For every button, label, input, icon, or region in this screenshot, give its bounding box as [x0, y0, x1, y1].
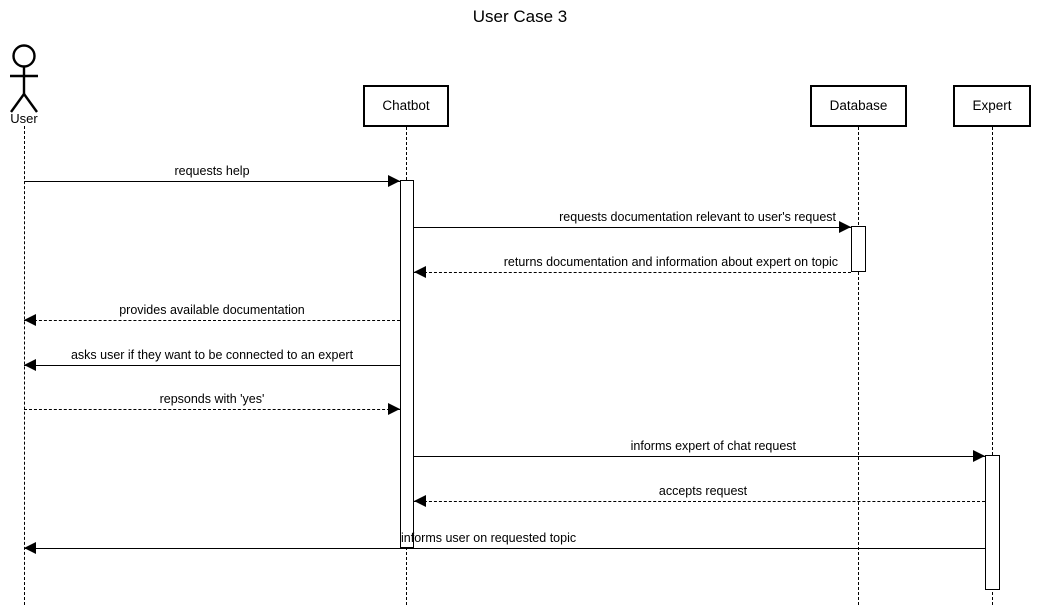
message-line-4	[24, 320, 400, 321]
message-label-2: requests documentation relevant to user'…	[559, 210, 836, 224]
message-arrowhead-8	[414, 495, 426, 507]
participant-database-label: Database	[829, 98, 888, 113]
activation-bar-expert	[985, 455, 1000, 590]
lifeline-expert	[992, 127, 993, 605]
diagram-title: User Case 3	[472, 7, 568, 26]
message-line-6	[24, 409, 400, 410]
message-label-9: informs user on requested topic	[401, 531, 577, 545]
participant-chatbot-label: Chatbot	[382, 98, 430, 113]
message-label-5: asks user if they want to be connected t…	[70, 348, 354, 362]
message-arrowhead-9	[24, 542, 36, 554]
message-label-8: accepts request	[658, 484, 748, 498]
message-arrowhead-5	[24, 359, 36, 371]
participant-database[interactable]: Database	[810, 85, 907, 127]
message-arrowhead-4	[24, 314, 36, 326]
participant-expert[interactable]: Expert	[953, 85, 1031, 127]
message-line-8	[414, 501, 985, 502]
message-line-1	[24, 181, 400, 182]
message-line-3	[414, 272, 851, 273]
message-label-6: repsonds with 'yes'	[159, 392, 265, 406]
message-line-2	[414, 227, 851, 228]
participant-expert-label: Expert	[972, 98, 1012, 113]
activation-bar-database	[851, 226, 866, 272]
message-arrowhead-2	[839, 221, 851, 233]
actor-user-label: User	[10, 111, 38, 126]
message-arrowhead-3	[414, 266, 426, 278]
message-line-9	[24, 548, 985, 549]
activation-bar-chatbot	[400, 180, 414, 548]
actor-user	[0, 44, 50, 122]
message-arrowhead-6	[388, 403, 400, 415]
message-line-7	[414, 456, 985, 457]
message-arrowhead-7	[973, 450, 985, 462]
stick-figure-icon	[10, 44, 38, 113]
lifeline-database	[858, 127, 859, 605]
participant-chatbot[interactable]: Chatbot	[363, 85, 449, 127]
message-label-4: provides available documentation	[119, 303, 305, 317]
message-label-7: informs expert of chat request	[630, 439, 796, 453]
message-label-1: requests help	[174, 164, 250, 178]
message-label-3: returns documentation and information ab…	[503, 255, 838, 269]
message-line-5	[24, 365, 400, 366]
message-arrowhead-1	[388, 175, 400, 187]
